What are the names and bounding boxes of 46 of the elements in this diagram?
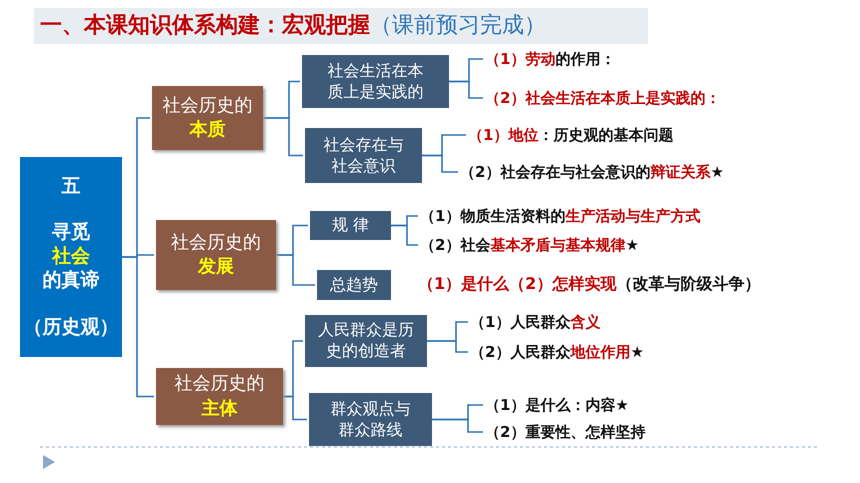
subtopic-box (302, 55, 449, 108)
category-box (152, 86, 263, 150)
point-text: （2）社会生活在本质上是实践的： (485, 87, 720, 109)
bracket-line (276, 254, 315, 286)
point-text: （2）重要性、怎样坚持 (485, 421, 646, 443)
box-text: 社会历史的 (171, 230, 261, 255)
category-box (156, 220, 276, 290)
bracket-line (422, 154, 458, 173)
subtopic-box (309, 393, 432, 446)
bracket-line (432, 418, 483, 433)
subtopic-box (305, 315, 427, 367)
bracket-line (263, 117, 303, 156)
box-text: 群众观点与群众路线 (330, 398, 412, 440)
box-text: 人民群众是历史的创造者 (317, 320, 415, 362)
topic-box (20, 157, 122, 357)
point-text: （1）物质生活资料的生产活动与生产方式 (420, 205, 700, 227)
bracket-line (427, 340, 468, 353)
box-text: 五 (62, 174, 80, 198)
box-text: （历史观） (24, 316, 118, 340)
subtopic-box (317, 270, 391, 300)
point-text: （1）劳动的作用： (485, 48, 616, 70)
box-text: 社会生活在本质上是实践的 (326, 60, 424, 102)
point-text: （2）社会存在与社会意识的辩证关系★ (460, 161, 724, 183)
box-text: 社会历史的 (174, 372, 264, 396)
box-text: 发展 (198, 255, 234, 279)
box-text: 本质 (190, 118, 226, 142)
point-text: （1）是什么：内容★ (485, 394, 629, 416)
box-text: 寻觅社会的真谛 (42, 221, 100, 293)
bracket-line (449, 80, 483, 99)
title: 一、本课知识体系构建：宏观把握（课前预习完成） (34, 8, 648, 44)
subtopic-box (305, 128, 422, 183)
category-box (156, 368, 283, 425)
box-text: 主体 (202, 396, 238, 420)
point-text: （2）社会基本矛盾与基本规律★ (420, 234, 639, 256)
point-text: （1）地位：历史观的基本问题 (468, 124, 674, 146)
box-text: 总趋势 (330, 274, 378, 296)
point-text: （1）人民群众含义 (470, 311, 600, 333)
box-text: 社会历史的 (162, 94, 252, 118)
box-text: 社会存在与社会意识 (322, 134, 404, 176)
bracket-line (391, 224, 418, 246)
point-text: （2）人民群众地位作用★ (470, 341, 644, 363)
subtopic-box (310, 211, 391, 240)
bracket-line (122, 256, 154, 398)
box-text: 规 律 (332, 215, 370, 236)
bracket-line (283, 396, 307, 420)
note-text: （1）是什么（2）怎样实现（改革与阶级斗争） (418, 274, 760, 295)
